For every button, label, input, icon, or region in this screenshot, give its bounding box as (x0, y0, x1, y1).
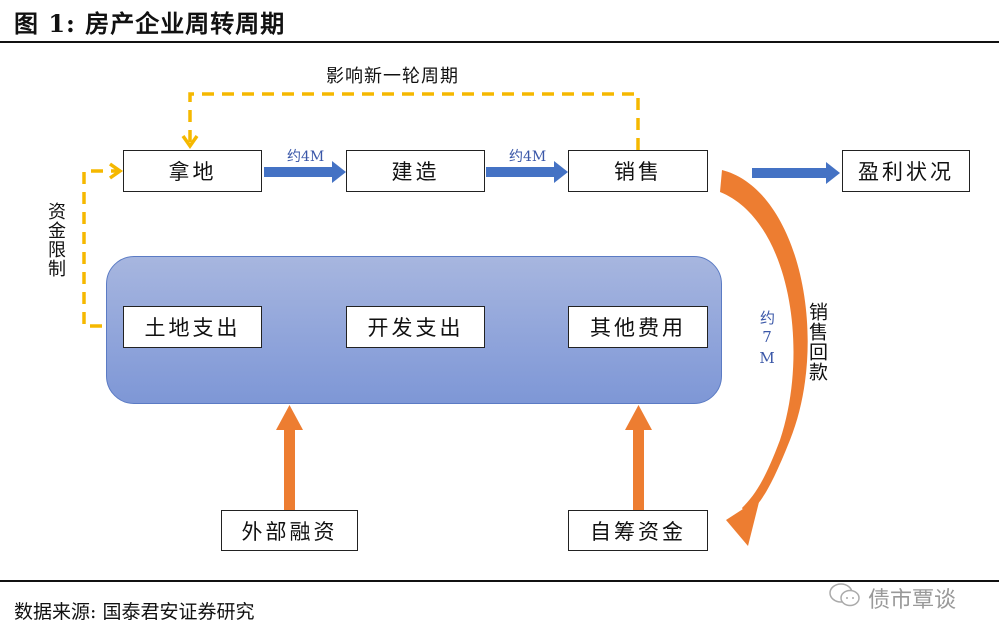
stage-acquire-land: 拿地 (123, 150, 262, 192)
arrow-external-financing-up (276, 405, 303, 510)
capital-constraint-label: 资金限制 (45, 202, 66, 278)
arrow-land-to-build (264, 161, 346, 183)
funding-self: 自筹资金 (568, 510, 708, 551)
capital-constraint-line (82, 169, 122, 328)
feedback-loop-line (188, 92, 640, 150)
stage-construction: 建造 (346, 150, 485, 192)
arrow-self-funding-up (625, 405, 652, 510)
spending-development: 开发支出 (346, 306, 485, 348)
stage-sales: 销售 (568, 150, 708, 192)
data-source: 数据来源: 国泰君安证券研究 (14, 601, 255, 623)
spending-other: 其他费用 (568, 306, 708, 348)
watermark-text: 债市覃谈 (868, 588, 957, 613)
wechat-icon (828, 582, 862, 614)
sales-return-duration: 约7M (758, 310, 776, 370)
duration-land-to-build: 约4M (287, 149, 325, 165)
outcome-profitability: 盈利状况 (842, 150, 970, 192)
spending-land: 土地支出 (123, 306, 262, 348)
figure-title: 图 1: 房产企业周转周期 (14, 9, 286, 38)
capital-constraint-arrowhead (108, 162, 124, 180)
footer-divider (0, 580, 999, 582)
arrow-sales-return-curve (720, 170, 808, 546)
funding-external: 外部融资 (221, 510, 358, 551)
sales-return-label: 销售回款 (806, 302, 828, 382)
feedback-loop-label: 影响新一轮周期 (326, 66, 459, 87)
duration-build-to-sales: 约4M (509, 149, 547, 165)
arrow-build-to-sales (486, 161, 568, 183)
watermark: 债市覃谈 (828, 582, 956, 614)
arrow-sales-to-profit (752, 162, 840, 184)
feedback-loop-arrowhead (181, 134, 199, 150)
title-divider (0, 41, 999, 43)
